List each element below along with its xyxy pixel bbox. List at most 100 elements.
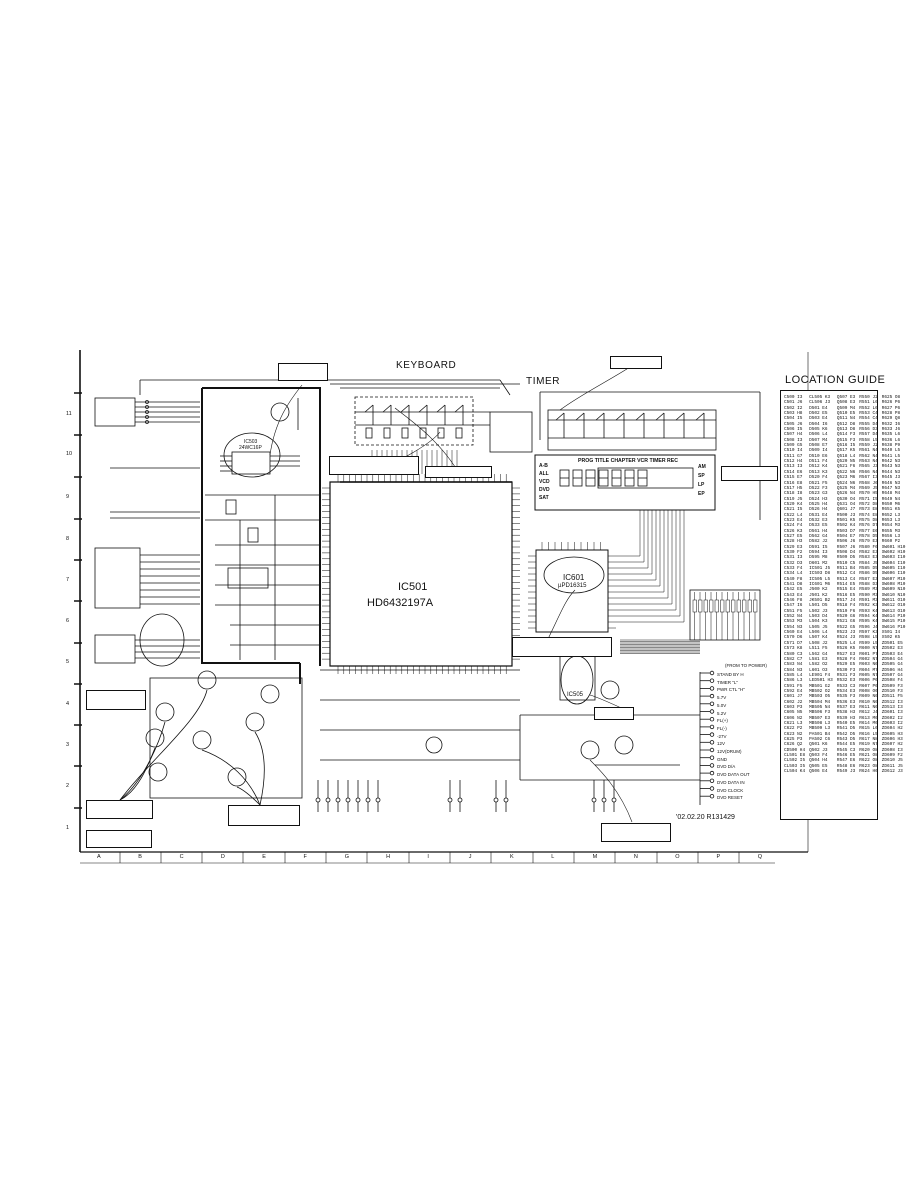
- location-guide-entry: R530 F3: [836, 667, 856, 673]
- location-guide-entry: ZD509 F3: [881, 683, 903, 689]
- location-guide-entry: R508 D4: [836, 549, 856, 555]
- location-guide-entry: R563 N4: [859, 459, 878, 465]
- callout-leaders: [269, 366, 633, 823]
- row-label: 8: [66, 536, 70, 542]
- location-guide-entry: R594 K4: [859, 614, 878, 620]
- location-guide-entry: R537 E3: [836, 704, 856, 710]
- location-guide-entry: D533 E5: [809, 523, 828, 529]
- location-guide-entry: SW602 H10: [881, 549, 906, 555]
- location-guide-entry: ZD506 H4: [881, 667, 903, 673]
- callout-box-timer: [610, 356, 662, 369]
- location-guide-entry: L503 D4: [809, 614, 828, 620]
- callout-box-ic601: [512, 637, 612, 657]
- location-guide-entry: Q511 N4: [836, 416, 856, 422]
- callout-box-keyboard-b: [425, 466, 492, 478]
- location-guide-entry: R616 L5: [859, 731, 878, 737]
- location-guide-entry: C524 F4: [784, 523, 803, 529]
- location-guide-entry: R635 L6: [881, 432, 901, 438]
- location-guide-entry: ZD606 H3: [881, 737, 903, 742]
- location-guide-entry: R500 J3: [836, 512, 856, 518]
- location-guide-entry: C523 E4: [784, 517, 803, 523]
- location-guide-entry: R623 O8: [859, 763, 878, 769]
- fl-indicator: EP: [698, 491, 705, 497]
- location-guide-entry: R559 J2: [859, 443, 878, 449]
- column-label: H: [386, 854, 391, 860]
- ic601-driver: [535, 549, 609, 633]
- ic601-part-label: µPD16315: [558, 583, 587, 589]
- location-guide-entry: R558 L5: [859, 437, 878, 443]
- location-guide-entry: R569 J5: [859, 485, 878, 491]
- fl-digits: [559, 469, 648, 487]
- row-label: 10: [66, 451, 73, 457]
- location-guide-entry: ZD513 I3: [881, 704, 903, 710]
- column-label: Q: [757, 854, 763, 860]
- power-pin-label: 5.7V: [717, 695, 727, 701]
- location-guide-entry: C582 C7: [784, 656, 803, 662]
- location-guide-entry: D526 H4: [809, 507, 828, 513]
- location-guide-entry: R544 E5: [836, 742, 856, 748]
- location-guide-entry: CL506 J3: [809, 400, 831, 406]
- location-guide-entry: R613 M6: [859, 715, 878, 721]
- location-guide-entry: C602 J2: [784, 699, 803, 705]
- location-guide-entry: Q525 M4: [836, 485, 856, 491]
- location-guide-entry: SW612 O10: [881, 603, 906, 609]
- callout-box-ic503: [278, 363, 328, 381]
- ic503-eeprom: [220, 398, 300, 478]
- location-guide-entry: R636 L6: [881, 437, 901, 443]
- location-guide-entry: C621 L3: [784, 720, 803, 726]
- location-guide-entry: C508 I3: [784, 437, 803, 443]
- location-guide-entry: J500 K2: [809, 587, 828, 593]
- location-guide-entry: C541 D8: [784, 582, 803, 588]
- location-guide-entry: R577 E6: [859, 528, 878, 534]
- location-guide-entry: C547 I6: [784, 603, 803, 609]
- location-guide-entry: R535 F3: [836, 694, 856, 700]
- location-guide-entry: C583 N4: [784, 662, 803, 668]
- location-guide-entry: MB508 L3: [809, 720, 831, 726]
- location-guide-entry: L502 J3: [809, 608, 828, 614]
- location-guide-entry: PA501 B4: [809, 731, 831, 737]
- row-label: 6: [66, 618, 70, 624]
- location-guide-entry: Q518 L4: [836, 453, 856, 459]
- location-guide-entry: R565 J3: [859, 464, 878, 470]
- location-guide-entry: C519 J5: [784, 496, 803, 502]
- location-guide-entry: R510 C5: [836, 560, 856, 566]
- location-guide-entry: C533 F4: [784, 566, 803, 571]
- location-guide-entry: D509 I4: [809, 448, 828, 454]
- location-guide-entry: ZD609 F2: [881, 753, 903, 759]
- location-guide-entry: R518 F4: [836, 603, 856, 609]
- power-pin-label: FL(+): [717, 718, 728, 724]
- location-guide-entry: SW609 N10: [881, 587, 906, 593]
- location-guide-entry: C540 F8: [784, 576, 803, 582]
- location-guide-entry: ZD603 I2: [881, 720, 903, 726]
- transistor-cluster: [119, 670, 303, 806]
- location-guide-entry: C518 I8: [784, 491, 803, 497]
- location-guide-entry: R502 K4: [836, 523, 856, 529]
- location-guide-entry: R532 E3: [836, 678, 856, 684]
- location-guide-entry: D524 H3: [809, 496, 828, 502]
- location-guide-entry: D582 J2: [809, 539, 828, 545]
- location-guide-entry: SW611 O10: [881, 598, 906, 604]
- location-guide-title: LOCATION GUIDE: [785, 374, 886, 386]
- location-guide-entry: C510 I4: [784, 448, 803, 454]
- location-guide-entry: C586 L3: [784, 678, 803, 684]
- from-power-label: (FROM TO POWER): [725, 663, 767, 668]
- location-guide-entry: R590 M3: [859, 592, 878, 598]
- location-guide-entry: R513 C4: [836, 576, 856, 582]
- location-guide-entry: C506 I5: [784, 427, 803, 433]
- location-guide-entry: CL503 I5: [784, 763, 806, 769]
- column-label: B: [138, 854, 142, 860]
- location-guide-entry: C560 E4: [784, 630, 803, 636]
- ic503-part-label: 24WC16P: [239, 445, 262, 451]
- location-guide-entry: R571 I5: [859, 496, 878, 502]
- ic501-ref-label: IC501: [398, 581, 428, 593]
- location-guide-entry: R574 E8: [859, 512, 878, 518]
- location-guide-entry: C526 K3: [784, 528, 803, 534]
- location-guide-entry: R570 H5: [859, 491, 878, 497]
- location-guide-entry: R640 L5: [881, 448, 901, 454]
- location-guide-entry: ZD604 H2: [881, 726, 903, 732]
- location-guide-entry: SW607 M10: [881, 576, 906, 582]
- callout-box-legend: [86, 830, 152, 848]
